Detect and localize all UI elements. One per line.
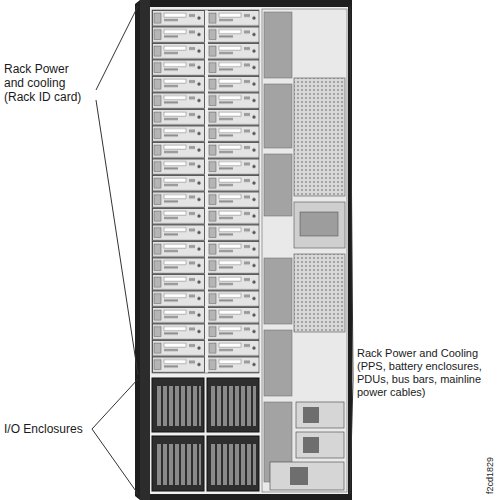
io-enclosure — [152, 436, 204, 491]
bus-bar — [264, 330, 292, 396]
io-slots — [210, 386, 256, 426]
rack-frame — [135, 0, 352, 500]
battery-enclosure — [294, 254, 345, 332]
io-enclosure — [207, 378, 259, 432]
pdu-outlet — [303, 437, 319, 453]
rack-interior — [150, 7, 348, 494]
leader-line — [350, 6, 353, 380]
pdu-outlet — [290, 467, 308, 485]
leader-line — [96, 6, 138, 90]
io-slots — [155, 386, 201, 426]
part-label: I/O Enclosures — [4, 422, 90, 436]
bus-bar — [264, 84, 292, 148]
pdu — [296, 402, 344, 428]
io-slots — [210, 444, 256, 485]
rack-side — [140, 0, 150, 500]
battery-enclosure — [294, 78, 345, 196]
io-enclosure — [207, 436, 259, 491]
io-enclosures — [152, 378, 259, 491]
bus-bar — [264, 12, 292, 78]
io-enclosure — [152, 378, 204, 432]
leader-line — [92, 429, 138, 494]
leader-line — [92, 379, 138, 429]
pdu-outlet — [303, 407, 319, 423]
figure-id: f2cd1829 — [485, 448, 496, 500]
pdu — [270, 462, 344, 490]
bus-bar — [264, 154, 292, 216]
io-slots — [155, 444, 201, 485]
pps-connector — [300, 212, 338, 236]
part-label: Rack Power and Cooling (PPS, battery enc… — [357, 347, 498, 399]
bus-bar — [264, 258, 292, 324]
pps-unit — [294, 202, 345, 248]
power-section — [262, 9, 347, 492]
bracket-lines — [92, 6, 353, 494]
server-drawers — [152, 10, 259, 373]
drawer-outline — [152, 10, 259, 373]
leader-line — [96, 100, 138, 375]
leader-line — [350, 380, 353, 494]
part-label: Rack Power and cooling (Rack ID card) — [4, 62, 88, 104]
pdu — [296, 432, 344, 458]
power-bay — [262, 9, 347, 492]
